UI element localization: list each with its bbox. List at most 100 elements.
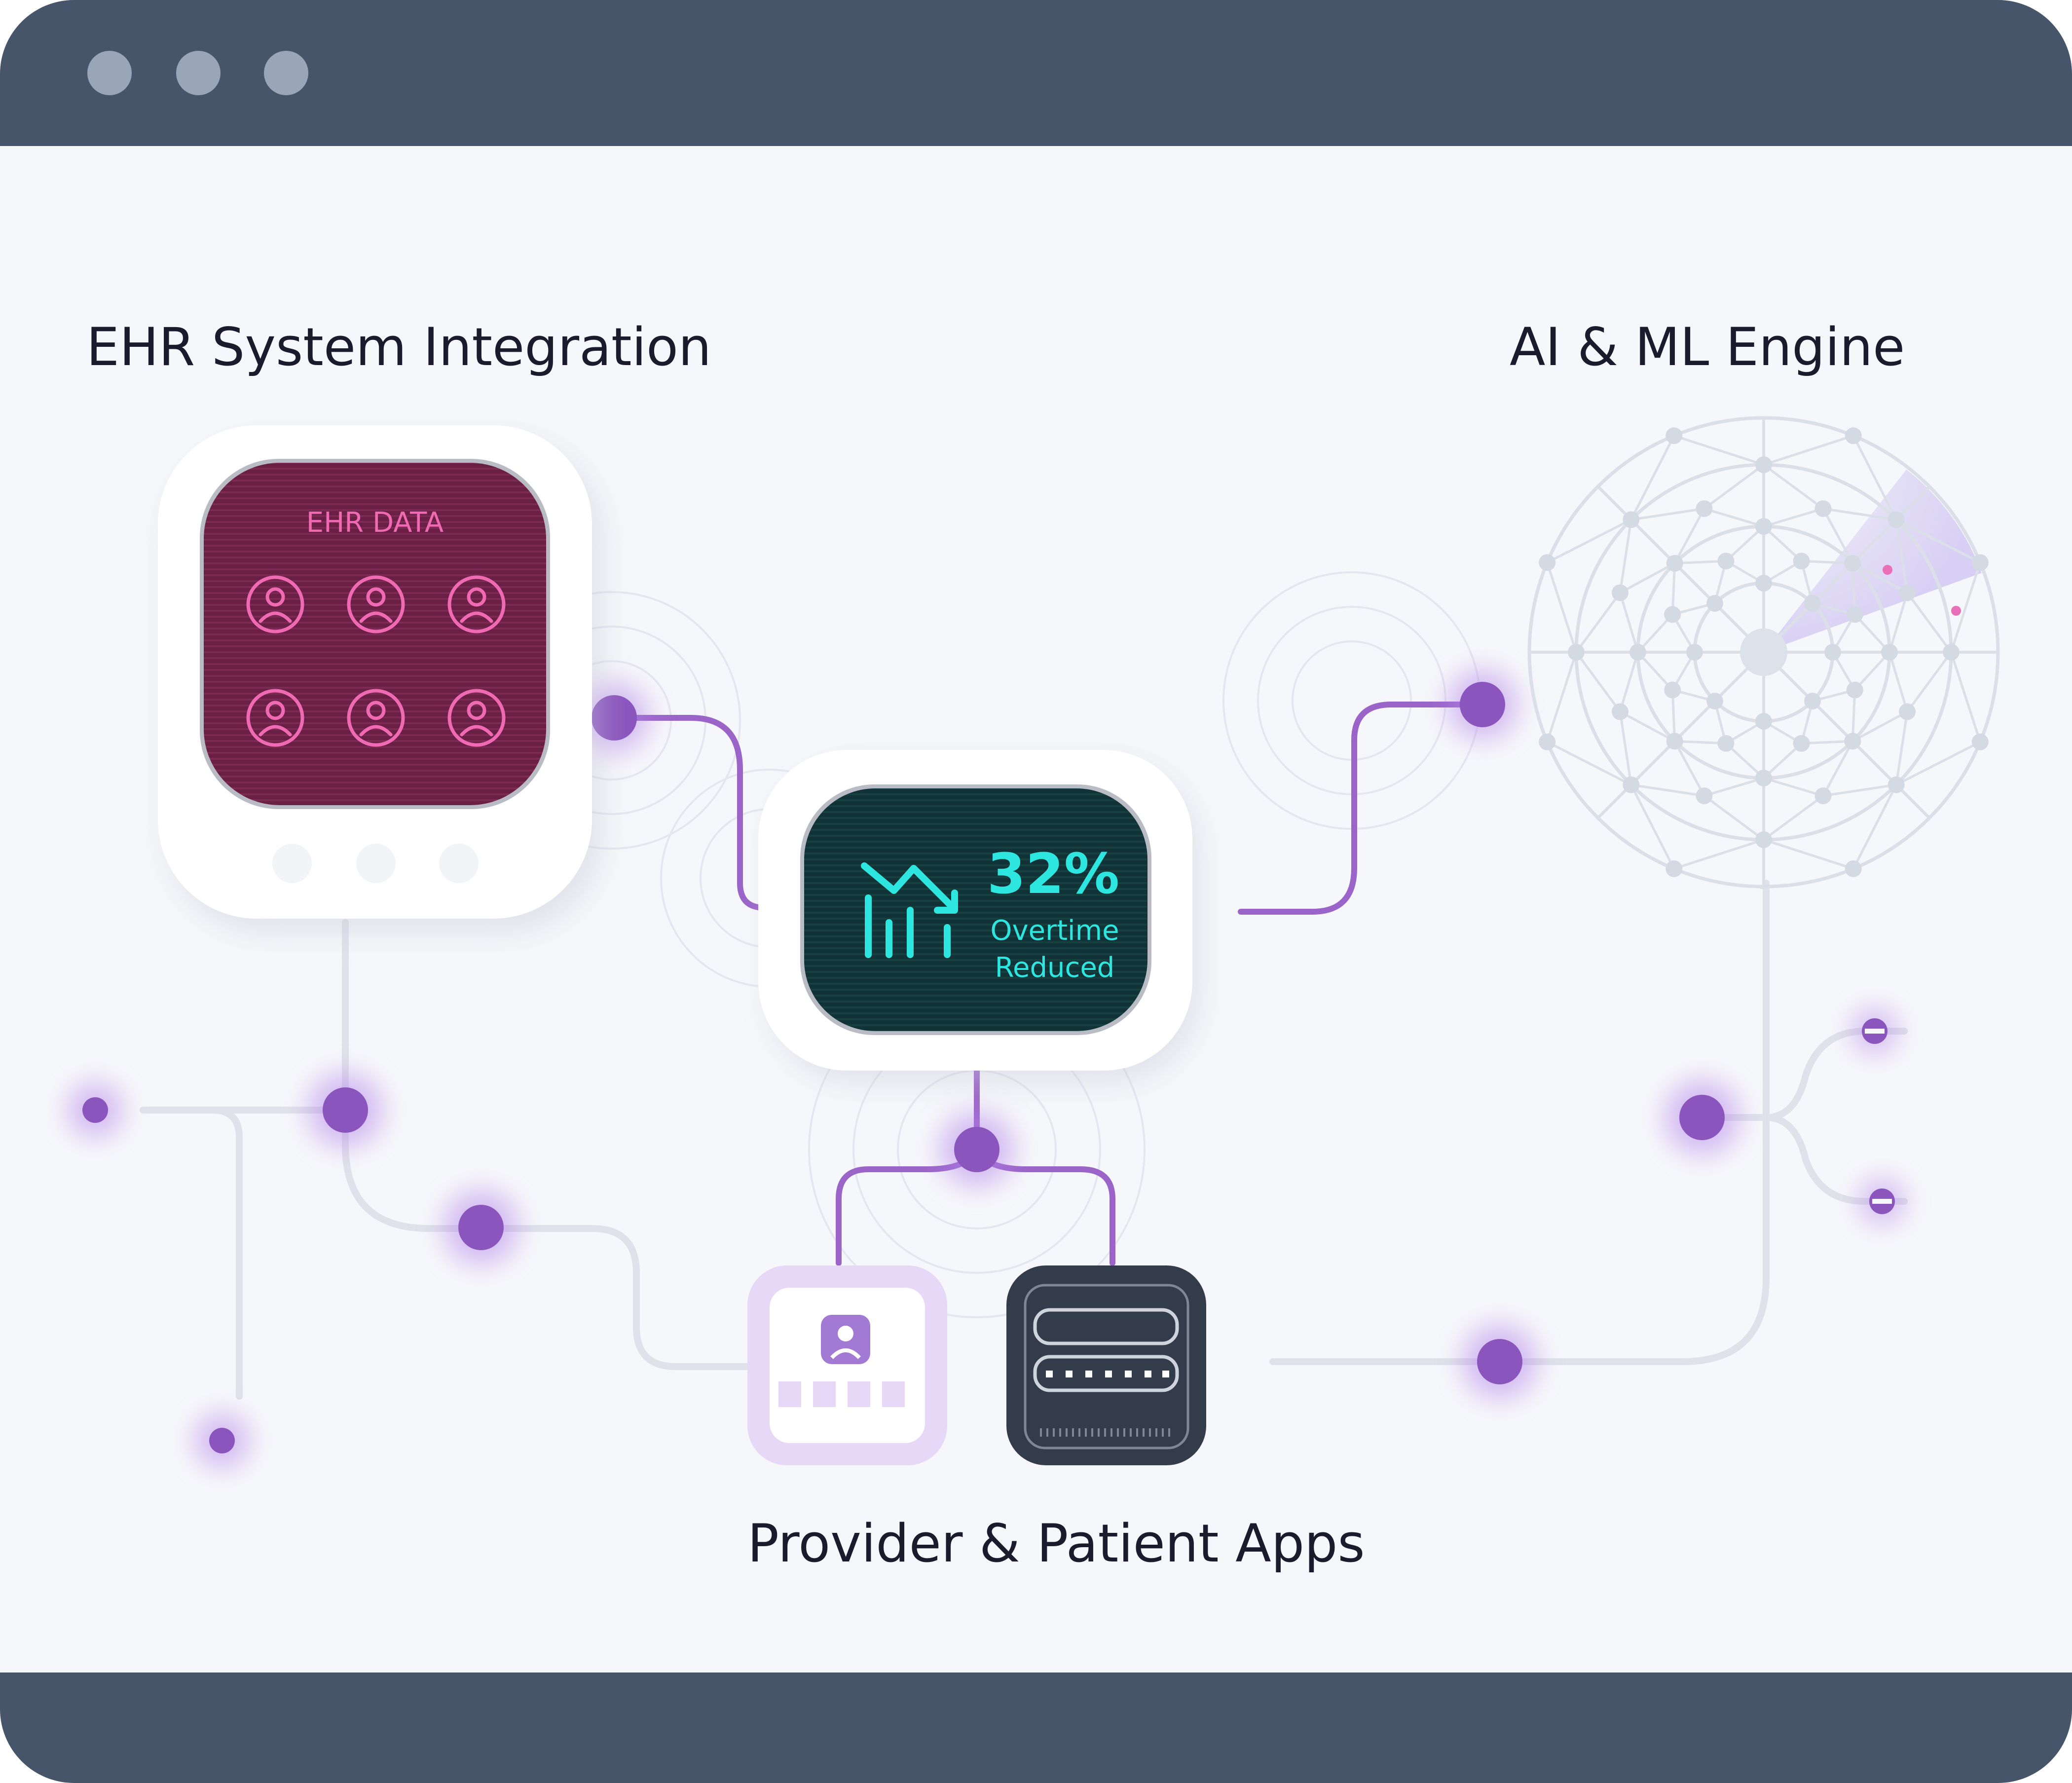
radar-web-line [1763,742,1803,779]
patient-icon [347,689,405,747]
radar-node [1845,427,1862,445]
maximize-dot[interactable] [264,51,308,95]
radar-node [1696,787,1713,805]
radar-node [1686,644,1703,661]
radar-node [1887,776,1905,793]
radar-node [1971,733,1989,750]
circuit-node [1477,1339,1522,1384]
radar-node [1706,595,1724,612]
radar-web-line [1619,562,1675,594]
radar-web-line [1619,652,1639,712]
radar-web-line [1703,795,1765,841]
radar-web-line [1906,592,1953,653]
patient-icon [246,575,304,633]
device-button [439,844,479,883]
radar-web-line [1546,652,1578,743]
radar-node [1943,644,1960,661]
ehr-section-title: EHR System Integration [86,317,711,377]
radar-web-line [1852,784,1897,869]
radar-web-line [1822,508,1854,564]
radar-web-line [1852,710,1908,743]
server-vent-ticks [1040,1428,1170,1437]
radar-node [1824,644,1841,661]
radar-node [1664,681,1681,699]
radar-node [1899,703,1916,720]
radar-web-line [1888,652,1909,712]
radar-node [1814,787,1832,805]
radar-node [1804,595,1821,612]
radar-center [1740,629,1787,676]
patient-icon-grid [246,575,506,747]
radar-web-line [1853,613,1890,653]
radar-web-line [1673,741,1705,797]
radar-node [1844,555,1861,572]
server-app-frame [1006,1265,1206,1465]
window-controls[interactable] [87,51,308,95]
radar-web-line [1851,690,1856,742]
radar-node [1844,733,1861,750]
radar-web-line [1673,434,1764,466]
radar-node [1539,733,1556,750]
radar-web-line [1725,742,1765,779]
radar-node [1623,776,1640,793]
radar-node [1755,456,1772,473]
metric-hub[interactable]: 32% Overtime Reduced [758,750,1199,1083]
radar-web-line [1822,741,1854,797]
radar-node [1665,860,1683,877]
radar-web-line [1630,507,1704,521]
close-dot[interactable] [87,51,132,95]
metric-caption-line1: Overtime [990,915,1119,947]
patient-app-screen [770,1288,925,1443]
radar-web-line [1763,838,1854,870]
radar-web-line [1823,783,1897,797]
radar-web-line [1630,435,1675,520]
radar-web-line [1763,795,1824,841]
metric-screen [804,788,1147,1031]
device-button [356,844,396,883]
circuit-node [458,1205,504,1250]
radar-node [1755,770,1772,786]
radar-node [1664,606,1681,623]
patient-app-keys [778,1381,905,1407]
radar-web-line [1547,519,1632,564]
radar-web-line [1853,651,1890,691]
circuit-node-small [209,1428,235,1453]
radar-web-line [1895,711,1909,785]
radar-node [1717,735,1735,752]
radar-web-line [1703,777,1764,797]
radar-web-line [1630,783,1704,797]
radar-web-line [1703,463,1765,510]
radar-node [1793,735,1810,752]
radar-web-line [1619,519,1632,593]
server-app-screen [1024,1284,1189,1449]
radar-web-line [1895,519,1981,564]
ehr-output-node [592,695,637,741]
circuit-node [1679,1095,1725,1140]
radar-node [1666,733,1683,750]
ehr-device[interactable]: EHR DATA [158,425,602,932]
radar-node [1887,511,1905,528]
apps-section-title: Provider & Patient Apps [747,1513,1365,1574]
circuit-node [323,1087,368,1133]
minimize-dot[interactable] [176,51,221,95]
metric-value: 32% [987,842,1119,906]
radar-web-line [1852,562,1908,594]
server-app-card[interactable] [1006,1265,1206,1465]
radar-web-line [1763,777,1824,797]
circuit-node-small [82,1097,108,1123]
radar-node [1717,553,1735,570]
radar-web-line [1725,525,1765,562]
radar-web-line [1671,690,1676,742]
radar-web-line [1637,613,1674,653]
radar-web-line [1619,592,1639,653]
radar-node [1665,427,1683,445]
radar-node [1696,500,1713,517]
ehr-to-hub-connector [611,715,768,911]
right-branch-lower [1763,1114,1908,1205]
server-slot-top [1033,1308,1179,1345]
radar-web-line [1895,519,1909,593]
radar-node [1666,555,1683,572]
ai-radar-network [1527,416,2000,889]
right-branch-upper [1763,1028,1908,1121]
patient-app-card[interactable] [747,1265,947,1465]
